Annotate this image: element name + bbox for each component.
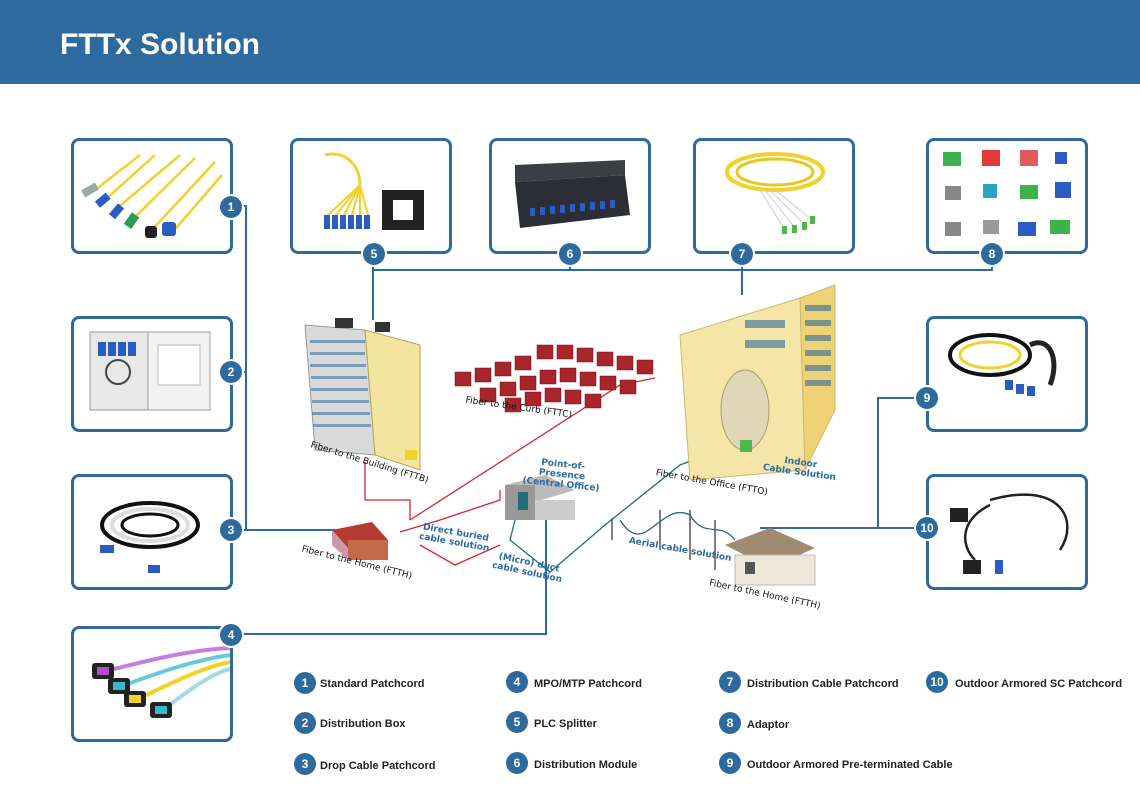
legend-badge-2: 2 (294, 712, 316, 734)
badge-3: 3 (220, 519, 242, 541)
badge-4: 4 (220, 624, 242, 646)
legend-badge-4: 4 (506, 671, 528, 693)
legend-badge-1: 1 (294, 672, 316, 694)
badge-2: 2 (220, 361, 242, 383)
distribution-box-illustration (89, 331, 211, 411)
legend-badge-6: 6 (506, 752, 528, 774)
legend-badge-3: 3 (294, 753, 316, 775)
drop-cable-patchcord-image (71, 474, 233, 590)
distribution-module-illustration (515, 160, 630, 228)
patchcords-illustration (81, 154, 223, 238)
plc-splitter-image (290, 138, 452, 254)
outdoor-armored-sc-patchcord-image (926, 474, 1088, 590)
legend-label-5: PLC Splitter (534, 718, 597, 730)
adaptor-image (926, 138, 1088, 254)
drop-cable-illustration (100, 501, 200, 573)
legend-badge-10: 10 (926, 671, 948, 693)
distribution-box-image (71, 316, 233, 432)
distribution-module-image (489, 138, 651, 254)
badge-5: 5 (363, 243, 385, 265)
page-title: FTTx Solution (60, 28, 260, 61)
plc-splitter-illustration (324, 152, 424, 230)
badge-7: 7 (731, 243, 753, 265)
legend-label-9: Outdoor Armored Pre-terminated Cable (747, 759, 953, 771)
legend-label-2: Distribution Box (320, 718, 406, 730)
legend-badge-5: 5 (506, 711, 528, 733)
legend-label-3: Drop Cable Patchcord (320, 760, 436, 772)
mpo-patchcord-illustration (92, 646, 231, 718)
standard-patchcord-image (71, 138, 233, 254)
map-illustration (304, 284, 836, 586)
badge-8: 8 (981, 243, 1003, 265)
header-banner: FTTx Solution (0, 0, 1140, 84)
legend-label-7: Distribution Cable Patchcord (747, 678, 899, 690)
badge-10: 10 (916, 517, 938, 539)
outdoor-armored-pre-terminated-cable-image (926, 316, 1088, 432)
badge-9: 9 (916, 387, 938, 409)
badge-6: 6 (559, 243, 581, 265)
badge-1: 1 (220, 196, 242, 218)
legend-label-8: Adaptor (747, 719, 790, 731)
legend-badge-7: 7 (719, 671, 741, 693)
armored-cable-illustration (948, 333, 1057, 396)
distribution-cable-patchcord-image (693, 138, 855, 254)
legend-badge-9: 9 (719, 752, 741, 774)
legend-label-4: MPO/MTP Patchcord (534, 678, 642, 690)
adaptors-illustration (943, 150, 1071, 236)
legend-label-6: Distribution Module (534, 759, 638, 771)
legend-label-1: Standard Patchcord (320, 678, 425, 690)
mpo-mtp-patchcord-image (71, 626, 233, 742)
legend-label-10: Outdoor Armored SC Patchcord (955, 678, 1123, 690)
legend-badge-8: 8 (719, 712, 741, 734)
armored-sc-patchcord-illustration (950, 493, 1069, 574)
distribution-cable-illustration (725, 152, 825, 234)
